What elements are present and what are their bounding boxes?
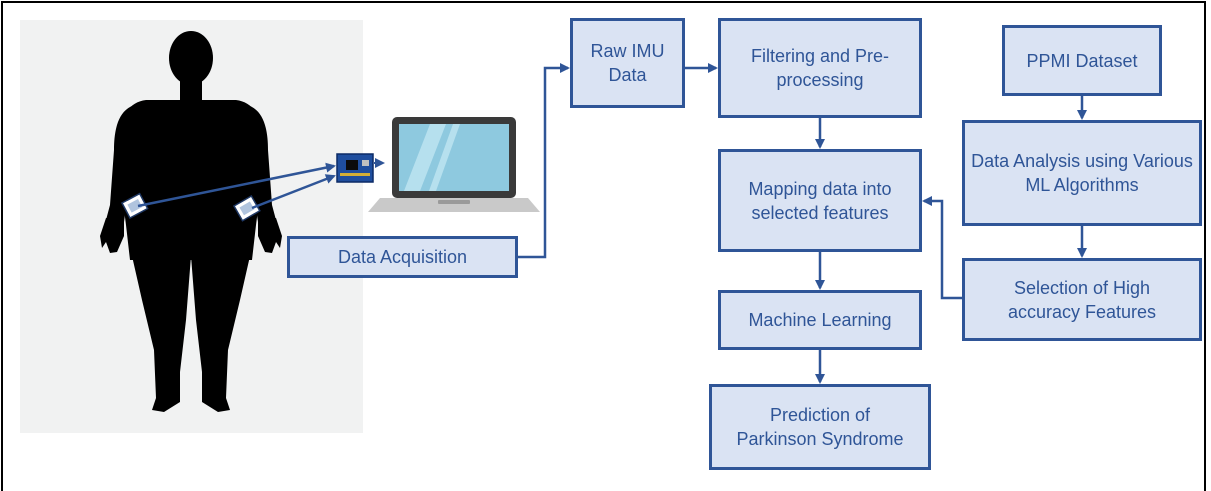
- machine-learning-box: Machine Learning: [718, 290, 922, 350]
- sensor-link-arrow: [137, 162, 336, 208]
- human-silhouette-icon: [100, 31, 282, 412]
- mapping-label: Mapping data into selected features: [748, 178, 892, 223]
- selection-box: Selection of High accuracy Features: [962, 258, 1202, 341]
- acquisition-to-raw-connector: [518, 63, 570, 259]
- data-acquisition-label: Data Acquisition: [337, 247, 468, 267]
- sensor-link-arrow: [251, 174, 336, 210]
- microcontroller-board-icon: [336, 153, 374, 183]
- mapping-box: Mapping data into selected features: [718, 149, 922, 252]
- diagram-canvas: [120, 63, 1087, 384]
- wrist-sensor-icon: [120, 192, 149, 220]
- prediction-box: Prediction of Parkinson Syndrome: [709, 384, 931, 470]
- raw-imu-data-label: Raw IMU Data: [590, 41, 665, 85]
- ppmi-dataset-box: PPMI Dataset: [1002, 25, 1162, 96]
- raw-imu-data-box: Raw IMU Data: [570, 18, 685, 108]
- data-acquisition-box: Data Acquisition: [287, 236, 518, 278]
- prediction-label: Prediction of Parkinson Syndrome: [736, 405, 904, 449]
- data-analysis-box: Data Analysis using Various ML Algorithm…: [962, 120, 1202, 226]
- machine-learning-label: Machine Learning: [748, 310, 892, 330]
- selection-label: Selection of High accuracy Features: [1007, 277, 1157, 322]
- selection-to-mapping-connector: [922, 196, 962, 300]
- filtering-label: Filtering and Pre-processing: [750, 46, 890, 90]
- laptop-icon: [368, 117, 540, 212]
- filtering-box: Filtering and Pre-processing: [718, 18, 922, 118]
- wrist-sensor-icon: [232, 194, 261, 222]
- subject-panel: [20, 20, 363, 433]
- data-analysis-label: Data Analysis using Various ML Algorithm…: [971, 151, 1193, 195]
- ppmi-dataset-label: PPMI Dataset: [1026, 50, 1138, 71]
